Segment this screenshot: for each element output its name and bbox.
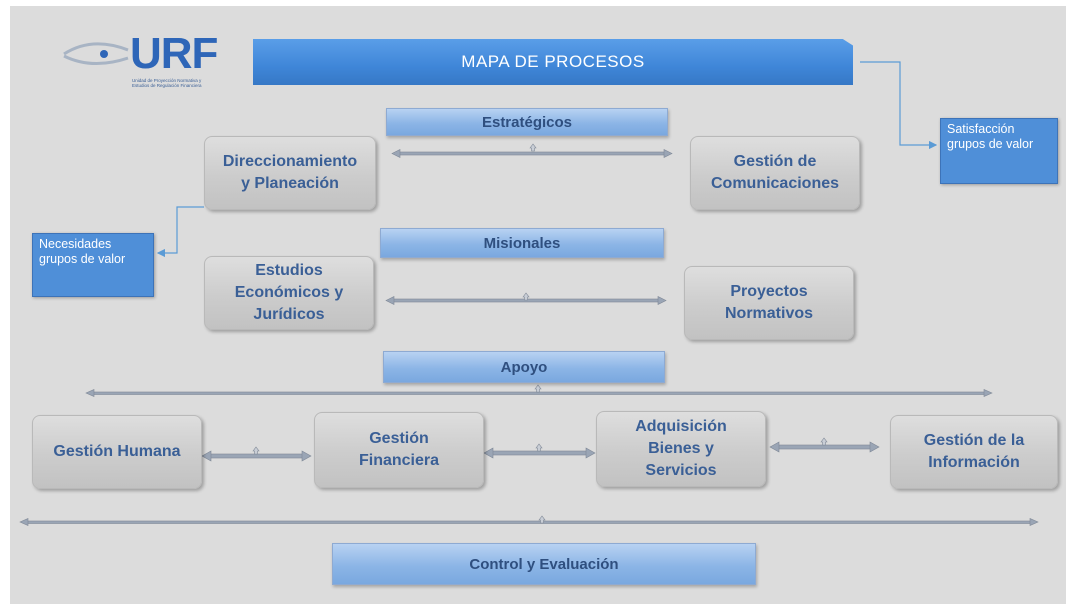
process-informacion: Gestión de la Información — [890, 415, 1058, 489]
double-arrow-adquisicion-informacion — [777, 444, 873, 450]
category-apoyo: Apoyo — [383, 351, 665, 383]
process-proyectos: Proyectos Normativos — [684, 266, 854, 340]
process-financiera: Gestión Financiera — [314, 412, 484, 488]
eye-logo-icon — [63, 42, 129, 66]
process-comunicaciones: Gestión de Comunicaciones — [690, 136, 860, 210]
double-arrow-estrategicos — [397, 151, 667, 156]
process-estudios: Estudios Económicos y Jurídicos — [204, 256, 374, 330]
logo-subtitle-2: Estudios de Regulación Financiera — [132, 83, 202, 88]
note-satisfaccion: Satisfacción grupos de valor — [940, 118, 1058, 184]
page-title: MAPA DE PROCESOS — [253, 39, 853, 85]
process-map-slide — [10, 6, 1066, 604]
arrow-to-necesidades — [156, 206, 204, 258]
process-direccionamiento: Direccionamiento y Planeación — [204, 136, 376, 210]
logo-subtitle-1: Unidad de Proyección Normativa y — [132, 78, 202, 83]
double-arrow-humana-financiera — [209, 453, 305, 459]
double-arrow-financiera-adquisicion — [491, 450, 589, 456]
category-control: Control y Evaluación — [332, 543, 756, 585]
category-misionales: Misionales — [380, 228, 664, 258]
process-humana: Gestión Humana — [32, 415, 202, 489]
apoyo-top-line — [91, 391, 987, 395]
process-adquisicion: Adquisición Bienes y Servicios — [596, 411, 766, 487]
category-estrategicos: Estratégicos — [386, 108, 668, 136]
control-line — [25, 520, 1033, 524]
logo-text: URF — [130, 29, 218, 78]
urf-logo: URF Unidad de Proyección Normativa y Est… — [62, 32, 222, 92]
arrow-to-satisfaccion — [860, 61, 938, 150]
note-necesidades: Necesidades grupos de valor — [32, 233, 154, 297]
